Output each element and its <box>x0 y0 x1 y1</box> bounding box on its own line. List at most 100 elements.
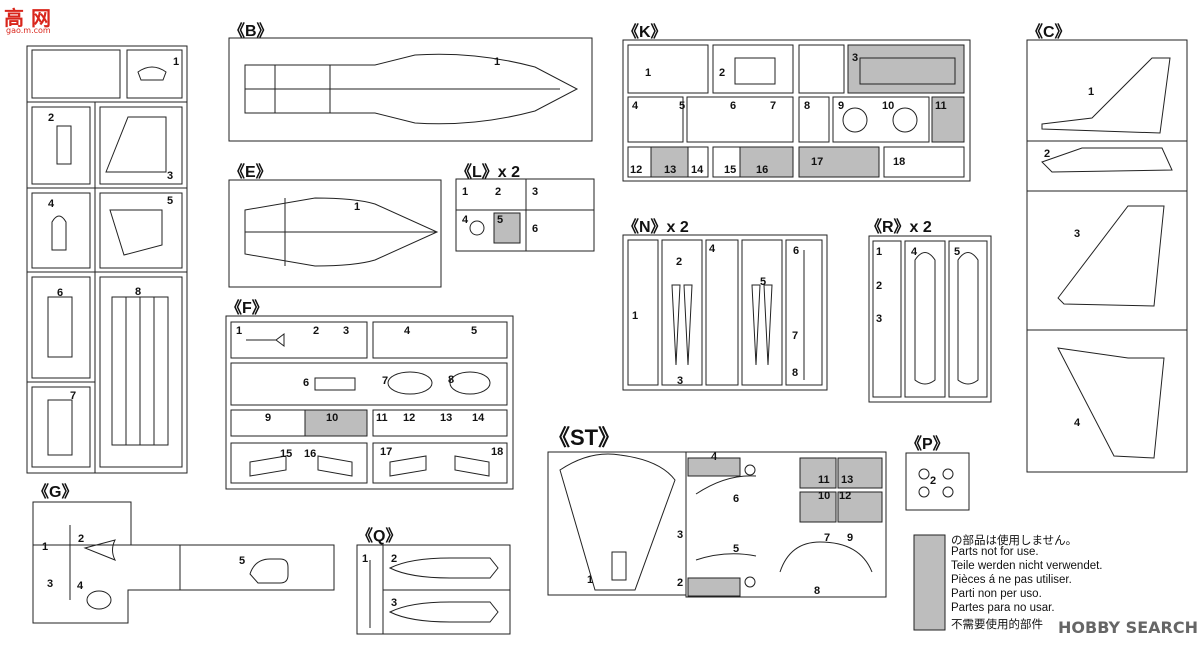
part-number: 9 <box>838 100 845 112</box>
part-number: 7 <box>70 390 77 402</box>
sprue-label-e: 《E》 <box>229 164 272 181</box>
part-number: 5 <box>733 543 740 555</box>
part-number: 2 <box>930 475 937 487</box>
part-number: 3 <box>47 578 54 590</box>
part-number: 2 <box>391 553 398 565</box>
part-number: 6 <box>303 377 310 389</box>
part-number: 4 <box>711 451 718 463</box>
site-logo-url: gao.m.com <box>6 26 51 35</box>
part-number: 8 <box>448 374 455 386</box>
part-number: 8 <box>135 286 142 298</box>
part-number: 2 <box>1044 148 1051 160</box>
part-number: 14 <box>691 164 704 176</box>
part-number: 5 <box>497 214 504 226</box>
part-number: 1 <box>645 67 652 79</box>
part-number: 10 <box>818 490 831 502</box>
part-number: 1 <box>494 56 501 68</box>
legend-line: Parts not for use. <box>951 546 1039 558</box>
part-number: 7 <box>792 330 799 342</box>
part-number: 2 <box>495 186 502 198</box>
part-number: 5 <box>167 195 174 207</box>
part-number: 5 <box>239 555 246 567</box>
part-number: 10 <box>326 412 339 424</box>
part-number: 12 <box>839 490 852 502</box>
part-number: 6 <box>730 100 737 112</box>
part-number: 2 <box>677 577 684 589</box>
part-number: 11 <box>935 100 947 112</box>
part-number: 8 <box>814 585 821 597</box>
part-number: 2 <box>313 325 320 337</box>
part-number: 2 <box>719 67 726 79</box>
part-number: 7 <box>824 532 831 544</box>
part-number: 3 <box>391 597 398 609</box>
part-number: 2 <box>78 533 85 545</box>
part-number: 17 <box>811 156 824 168</box>
part-number: 12 <box>630 164 643 176</box>
part-number: 16 <box>756 164 769 176</box>
legend-line: Partes para no usar. <box>951 602 1055 614</box>
part-number: 1 <box>173 56 180 68</box>
legend-line: Parti non per uso. <box>951 588 1042 600</box>
legend-line: 不需要使用的部件 <box>951 619 1043 631</box>
part-number: 17 <box>380 446 393 458</box>
part-number: 3 <box>677 375 684 387</box>
part-number: 16 <box>304 448 317 460</box>
part-number: 3 <box>677 529 684 541</box>
part-number: 4 <box>404 325 411 337</box>
legend-line: Pièces á ne pas utiliser. <box>951 574 1072 586</box>
sprue-label-n: 《N》x 2 <box>623 219 689 236</box>
part-number: 1 <box>1088 86 1095 98</box>
part-number: 3 <box>343 325 350 337</box>
legend-line: Teile werden nicht verwendet. <box>951 560 1103 572</box>
sprue-label-st: 《ST》 <box>548 425 621 450</box>
part-number: 3 <box>167 170 174 182</box>
part-number: 1 <box>632 310 639 322</box>
part-number: 6 <box>793 245 800 257</box>
sprue-label-p: 《P》 <box>906 436 949 453</box>
part-number: 12 <box>403 412 416 424</box>
part-number: 11 <box>818 474 830 486</box>
part-number: 3 <box>1074 228 1081 240</box>
part-number: 6 <box>733 493 740 505</box>
part-number: 1 <box>462 186 469 198</box>
part-number: 15 <box>280 448 293 460</box>
part-number: 8 <box>792 367 799 379</box>
sprue-label-g: 《G》 <box>33 484 78 501</box>
part-number: 2 <box>676 256 683 268</box>
sprue-label-b: 《B》 <box>229 23 273 40</box>
part-number: 15 <box>724 164 737 176</box>
sprue-label-r: 《R》x 2 <box>866 219 932 236</box>
part-number: 2 <box>876 280 883 292</box>
part-number: 4 <box>1074 417 1081 429</box>
part-number: 4 <box>709 243 716 255</box>
part-number: 13 <box>664 164 677 176</box>
part-number: 4 <box>77 580 84 592</box>
part-number: 9 <box>265 412 272 424</box>
part-number: 3 <box>876 313 883 325</box>
part-number: 1 <box>354 201 361 213</box>
part-number: 9 <box>847 532 854 544</box>
watermark: HOBBY SEARCH <box>1058 618 1198 637</box>
part-number: 8 <box>804 100 811 112</box>
part-number: 4 <box>632 100 639 112</box>
part-number: 13 <box>440 412 453 424</box>
part-number: 5 <box>954 246 961 258</box>
legend-line: の部品は使用しません。 <box>951 535 1078 547</box>
part-number: 4 <box>48 198 55 210</box>
sprue-label-l: 《L》x 2 <box>456 164 521 181</box>
part-number: 3 <box>852 52 859 64</box>
part-number: 5 <box>471 325 478 337</box>
part-number: 5 <box>679 100 686 112</box>
part-number: 5 <box>760 276 767 288</box>
part-number: 1 <box>236 325 243 337</box>
sprue-label-q: 《Q》 <box>357 528 402 545</box>
part-number: 7 <box>382 375 389 387</box>
site-logo: 高 网 <box>4 6 51 30</box>
sprue-label-k: 《K》 <box>623 24 667 41</box>
part-number: 3 <box>532 186 539 198</box>
part-number: 18 <box>893 156 906 168</box>
part-number: 6 <box>57 287 64 299</box>
part-number: 4 <box>462 214 469 226</box>
part-number: 2 <box>48 112 55 124</box>
